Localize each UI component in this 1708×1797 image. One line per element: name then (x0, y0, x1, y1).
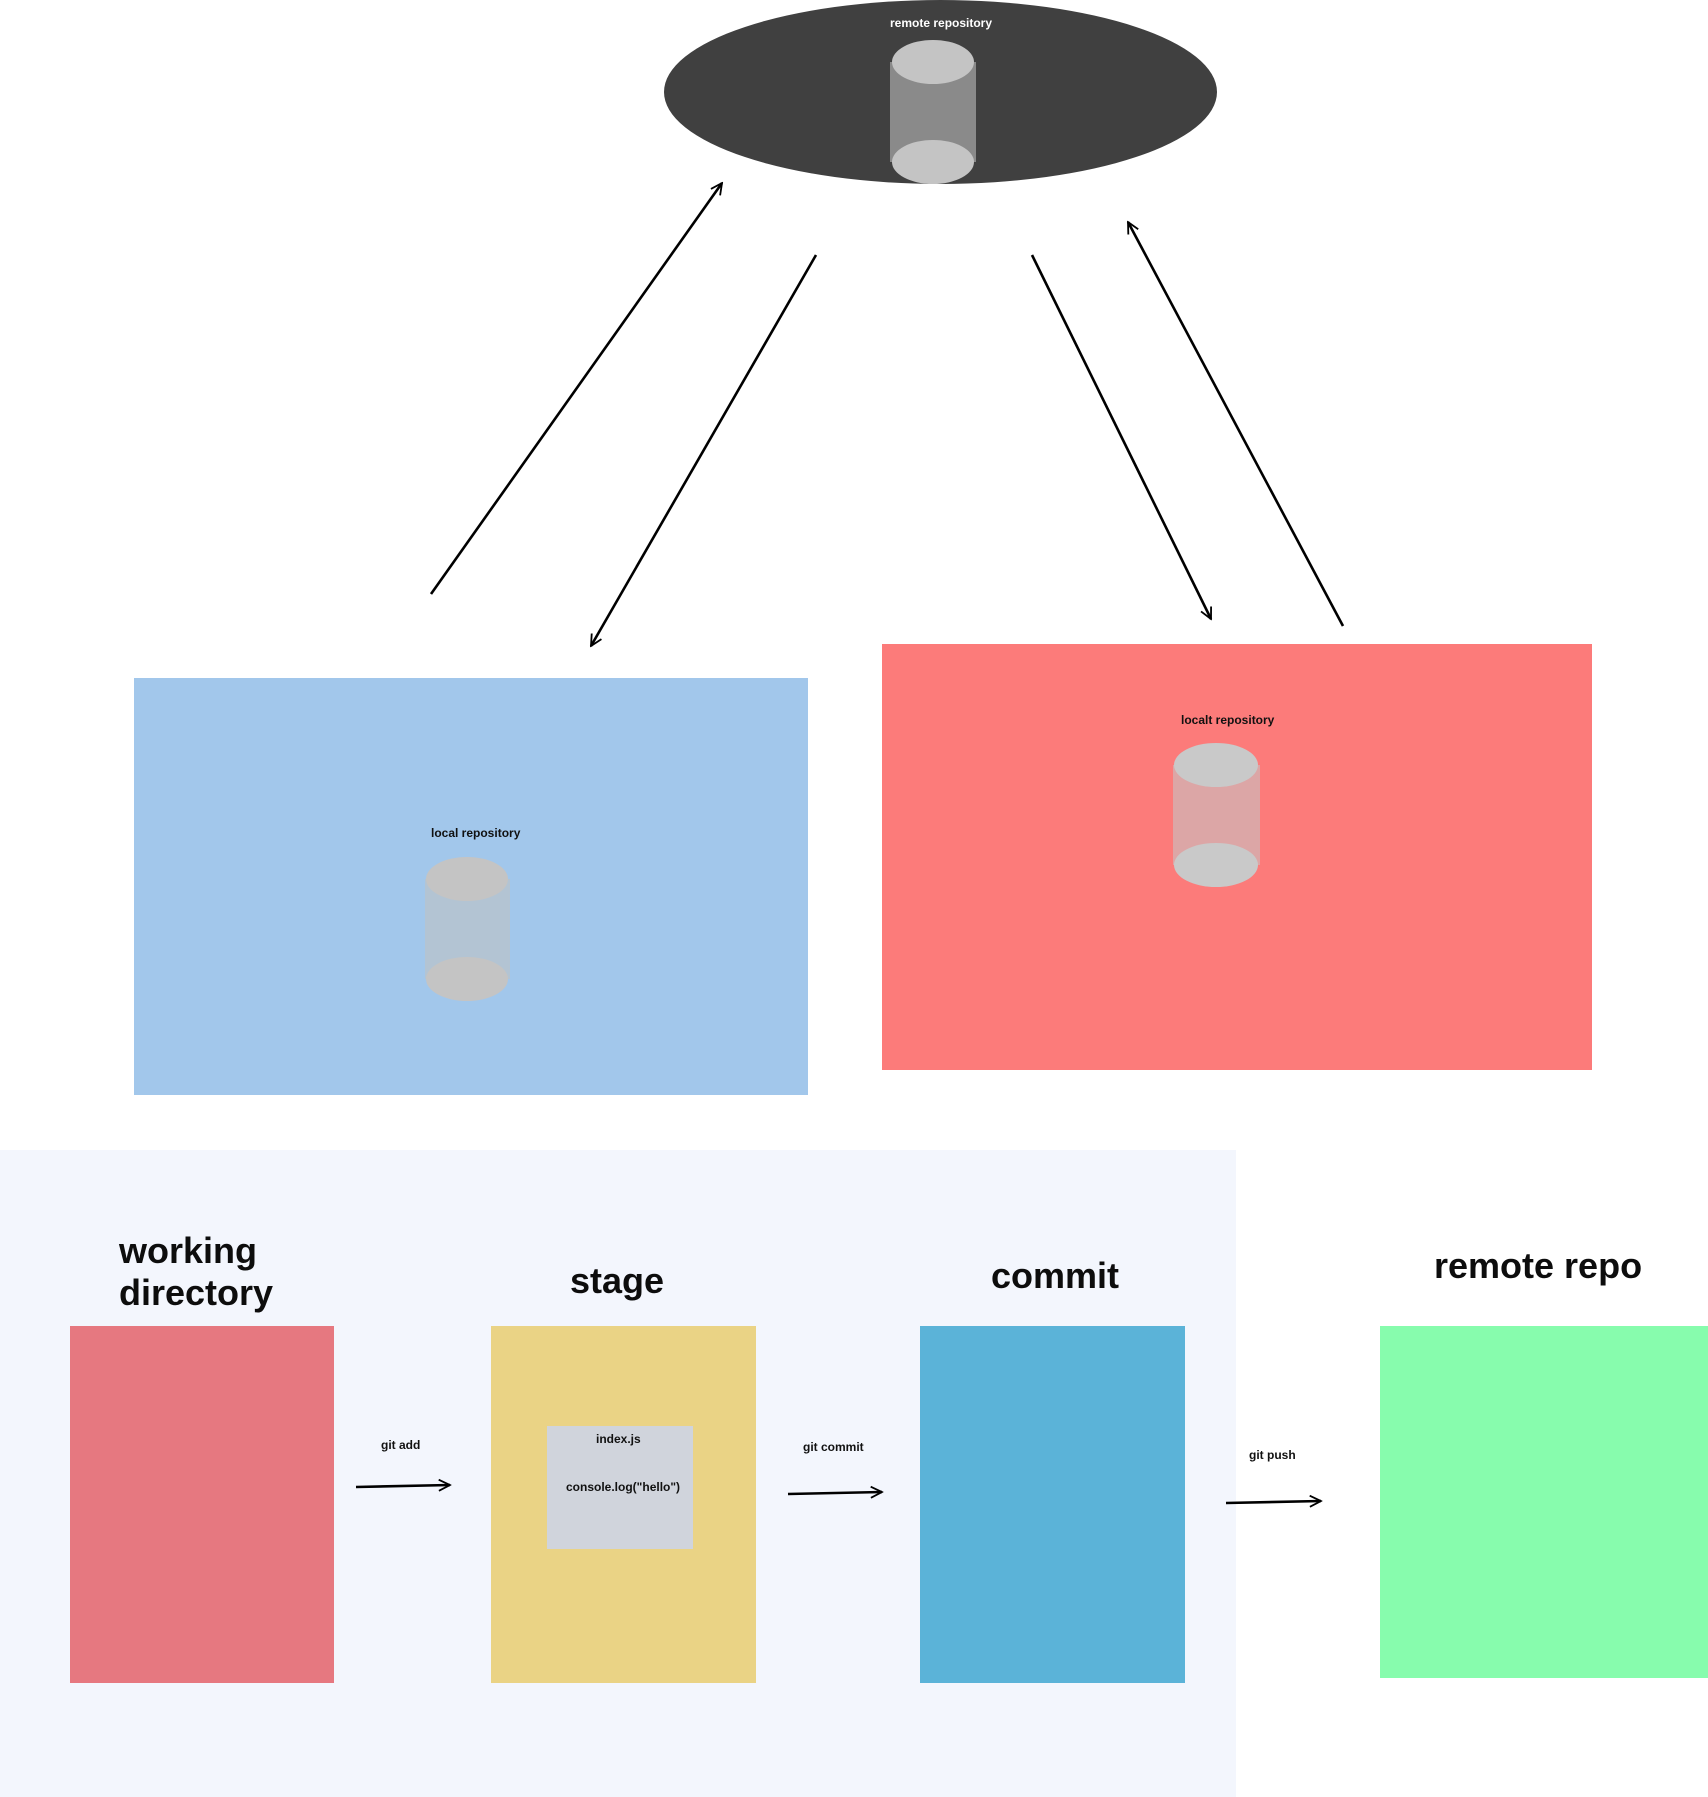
localt-repository-box (882, 644, 1592, 1070)
remote-repo-box (1380, 1326, 1708, 1678)
stage-file-content: console.log("hello") (566, 1480, 681, 1494)
working-directory-title-line1: working (119, 1230, 258, 1271)
push-arrow-right (1126, 222, 1345, 627)
working-directory-title-line2: directory (119, 1272, 274, 1313)
local-repository-box (134, 678, 808, 1095)
push-arrow-left (429, 183, 722, 595)
commit-box (920, 1326, 1185, 1683)
local-repository-label: local repository (431, 826, 521, 840)
localt-repository-label: localt repository (1181, 713, 1275, 727)
working-directory-title: working directory (119, 1230, 273, 1314)
stage-file-card (547, 1426, 693, 1549)
remote-repo-title: remote repo (1434, 1245, 1643, 1286)
pull-arrow-left (589, 254, 818, 646)
remote-repository-label: remote repository (890, 16, 993, 30)
git-add-label: git add (381, 1438, 421, 1452)
commit-title: commit (991, 1255, 1120, 1296)
stage-file-name: index.js (596, 1432, 641, 1446)
stage-title: stage (570, 1260, 665, 1301)
git-commit-label: git commit (803, 1440, 864, 1454)
git-push-label: git push (1249, 1448, 1296, 1462)
pull-arrow-right (1030, 254, 1213, 619)
git-push-arrow (1225, 1501, 1321, 1503)
working-directory-box (70, 1326, 334, 1683)
